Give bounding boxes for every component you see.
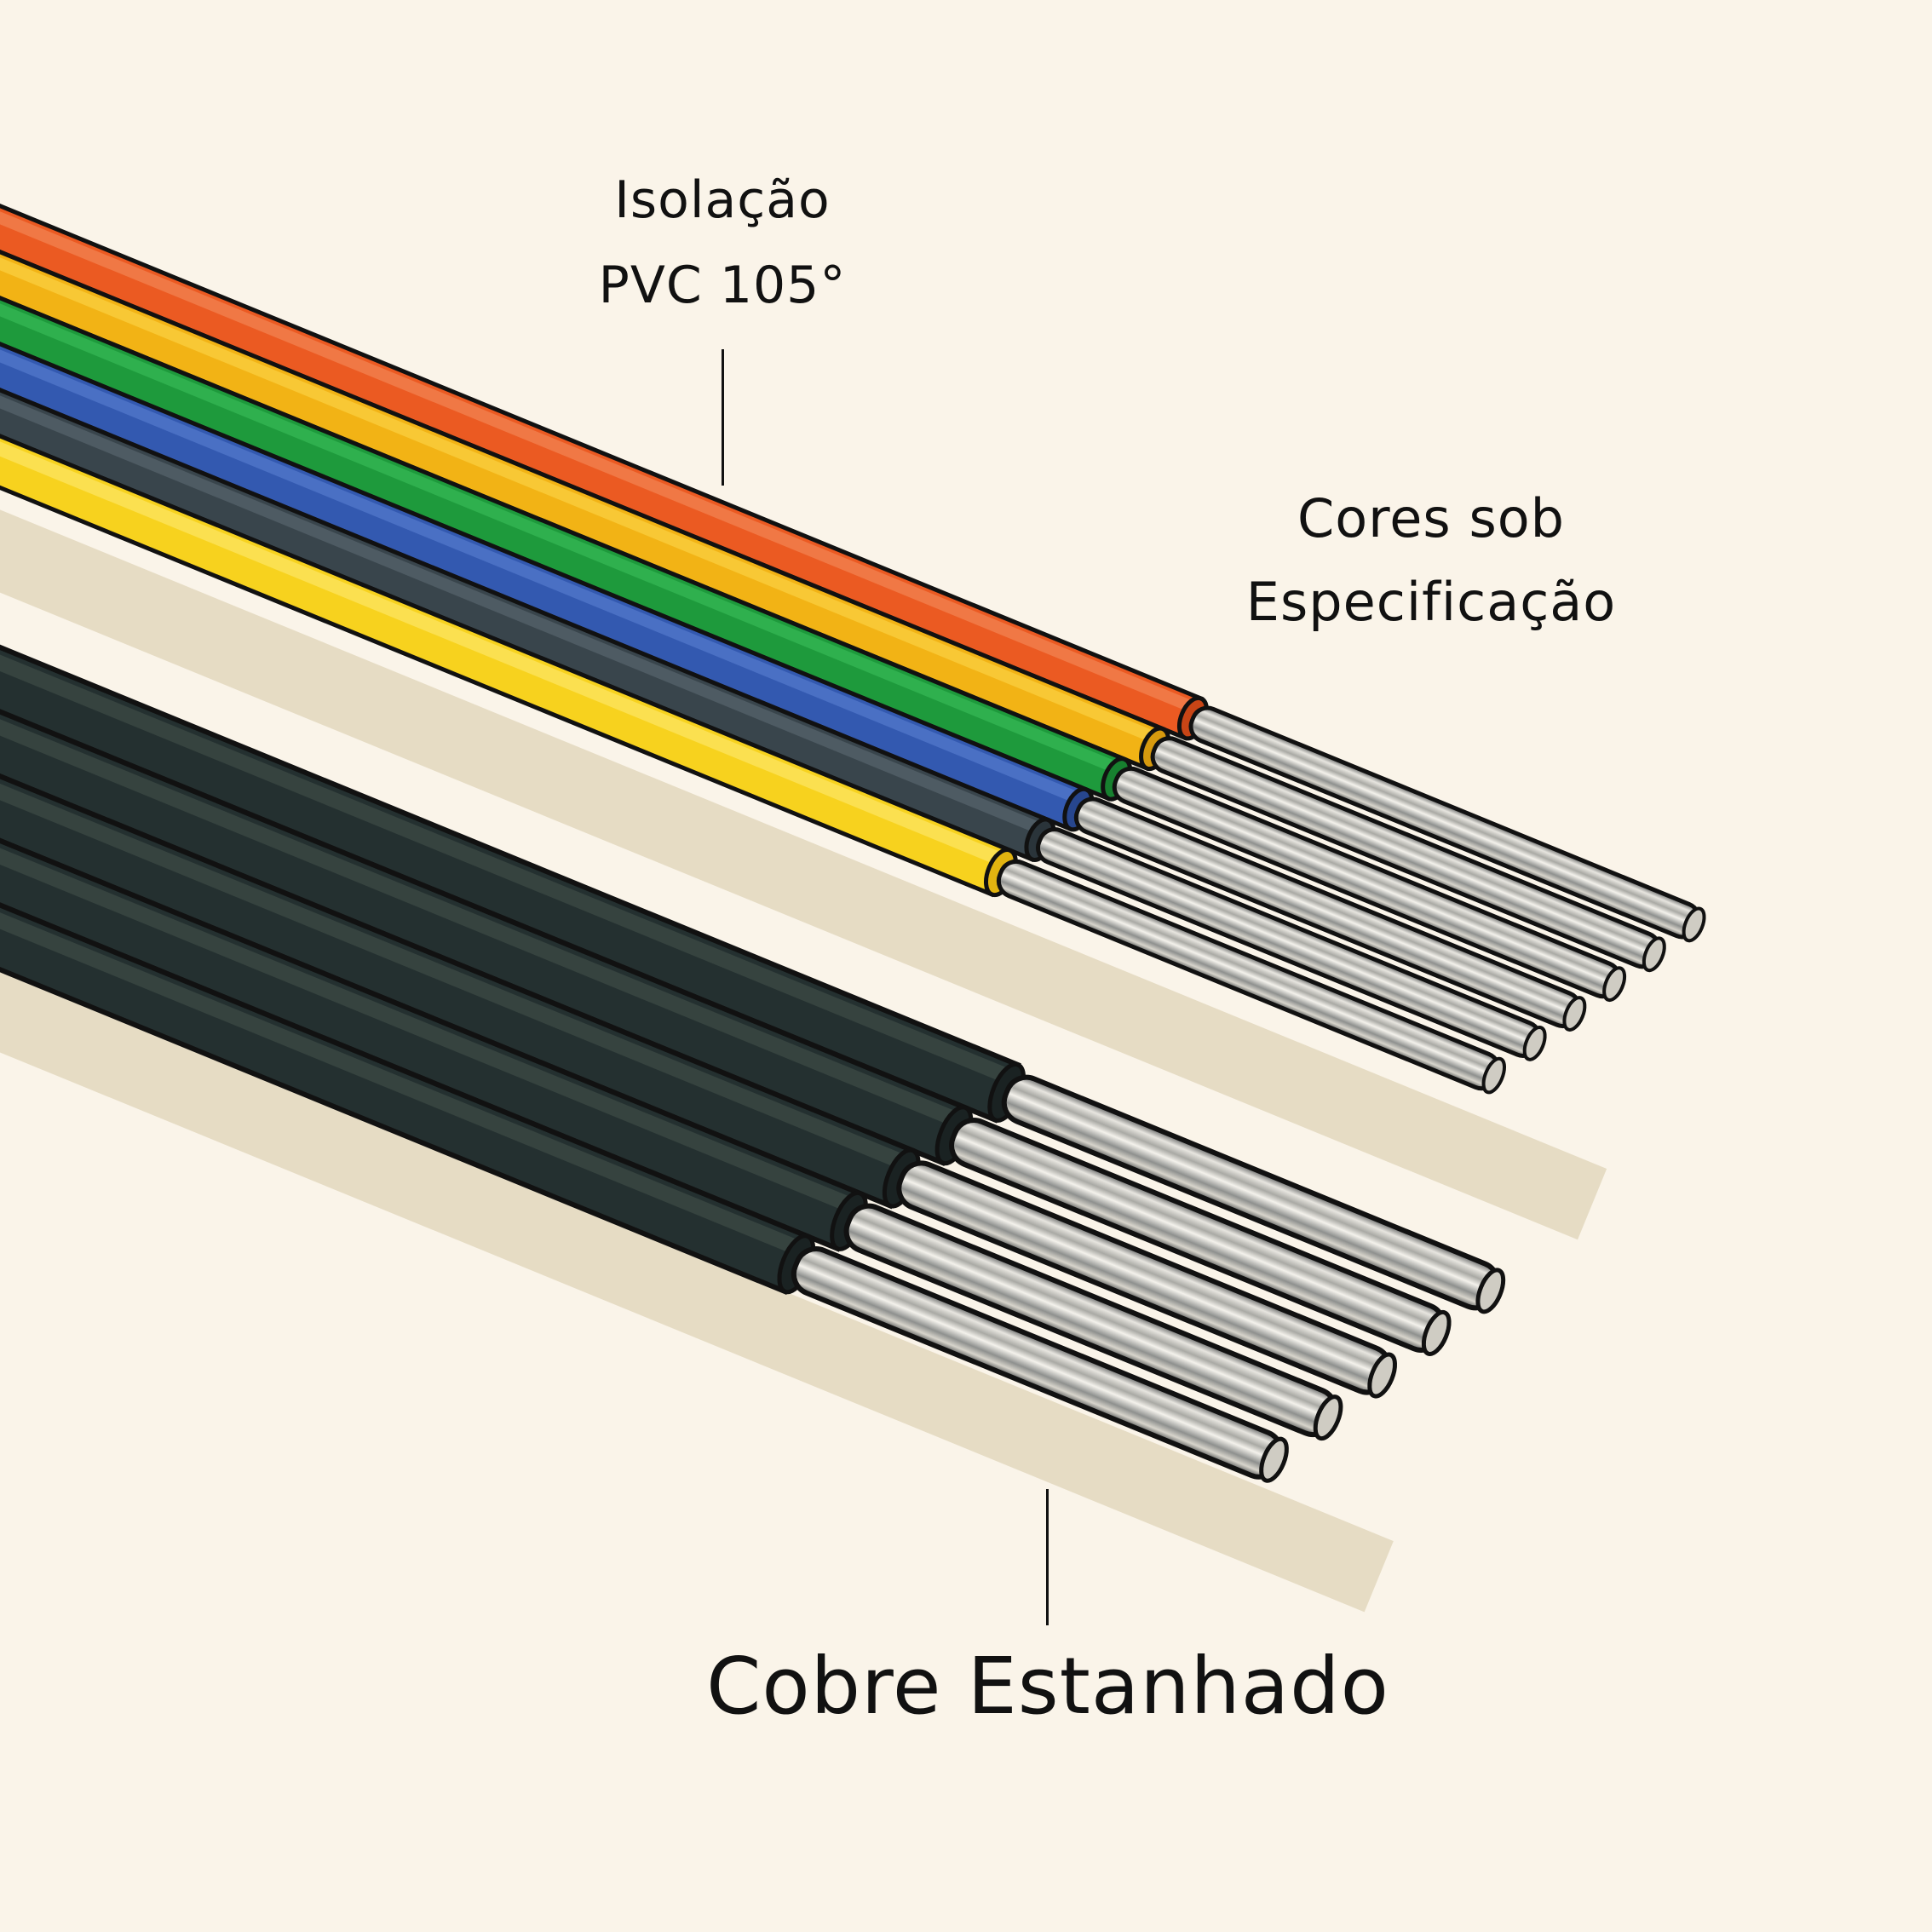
conductor-4: [1073, 796, 1587, 1032]
colors-label: Cores sob Especificação: [1176, 477, 1687, 644]
conductor-3: [1112, 766, 1627, 1003]
conductor-black-1: [1001, 1074, 1506, 1314]
black-wire-bundle: [0, 576, 1506, 1613]
colors-label-line1: Cores sob: [1297, 487, 1566, 549]
insulation-label-line2: PVC 105°: [598, 256, 847, 315]
colored-wire-bundle: [0, 146, 1706, 1240]
colors-label-line2: Especificação: [1245, 571, 1617, 633]
insulation-label: Isolação PVC 105°: [552, 158, 893, 328]
conductor-black-4: [843, 1203, 1343, 1441]
conductor-leader-line: [1046, 1489, 1049, 1625]
conductor-1: [1188, 705, 1706, 943]
conductor-black-2: [949, 1118, 1452, 1356]
insulation-leader-line: [722, 349, 724, 486]
conductor-label: Cobre Estanhado: [706, 1641, 1389, 1732]
insulation-amber: [0, 185, 1171, 772]
insulation-label-line1: Isolação: [614, 170, 831, 230]
conductor-2: [1150, 736, 1666, 973]
conductor-5: [1036, 827, 1547, 1061]
conductor-black-3: [896, 1160, 1398, 1399]
conductor-6: [996, 859, 1506, 1095]
conductor-black-5: [791, 1246, 1289, 1483]
